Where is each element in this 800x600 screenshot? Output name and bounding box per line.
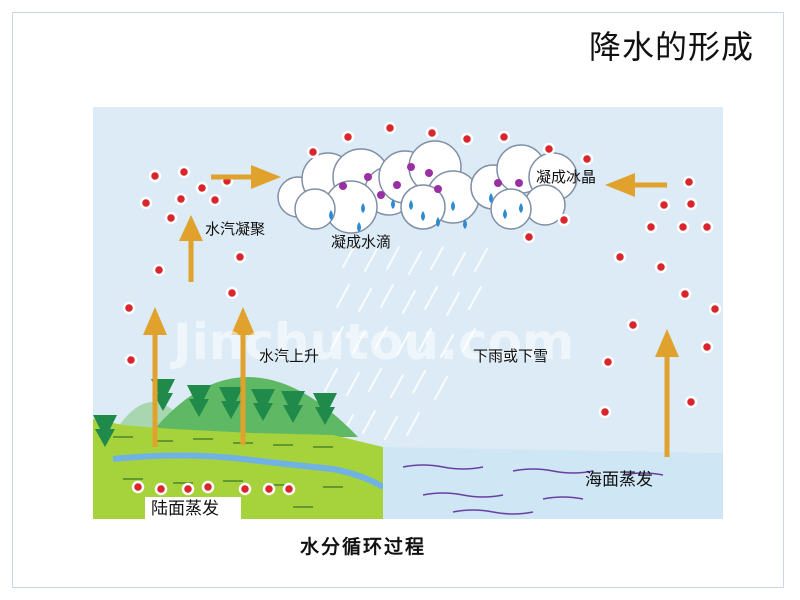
land-evaporation-box [145, 497, 241, 519]
arrow-up-3 [231, 307, 255, 445]
label-vapor-rise: 水汽上升 [259, 347, 319, 365]
raindrops-in-cloud [329, 193, 523, 232]
sea-area [383, 447, 723, 519]
land-area [93, 419, 383, 519]
label-condense-vapor: 水汽凝聚 [205, 220, 265, 238]
arrows [143, 165, 679, 457]
label-sea-evaporation: 海面蒸发 [585, 470, 653, 490]
arrow-right-top [211, 165, 281, 189]
label-land-evaporation: 陆面蒸发 [151, 499, 219, 519]
cloud-right [470, 144, 578, 230]
label-rain-or-snow: 下雨或下雪 [473, 347, 548, 365]
arrow-up-2 [143, 307, 167, 447]
river [112, 452, 385, 490]
ice-crystal-dots [339, 163, 523, 199]
water-cycle-diagram: Jinchutou.com 水汽凝聚 凝成水滴 凝成冰晶 水汽上升 下雨或下雪 … [93, 107, 723, 519]
label-condense-ice: 凝成冰晶 [536, 168, 596, 186]
watermark: Jinchutou.com [170, 313, 574, 371]
arrow-up-1 [179, 215, 203, 282]
diagram-caption: 水分循环过程 [300, 536, 427, 558]
sea-waves [402, 464, 664, 515]
arrow-left-top [605, 173, 667, 197]
water-droplets [122, 121, 722, 496]
slide-title: 降水的形成 [588, 28, 754, 66]
label-condense-drops: 凝成水滴 [331, 233, 391, 251]
rain-streaks [318, 244, 488, 440]
arrow-up-4 [655, 329, 679, 457]
